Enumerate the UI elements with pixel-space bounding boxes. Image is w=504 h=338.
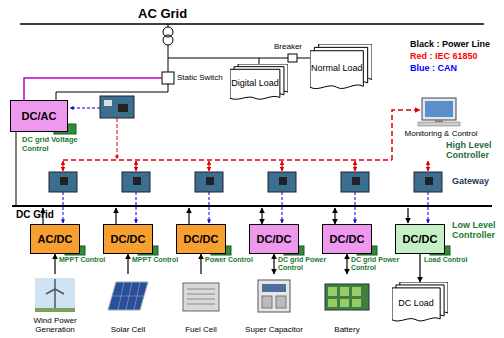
node-label: DC Load: [398, 298, 434, 308]
converter-box: DC/DC: [176, 224, 226, 254]
document-text-area: Digital Load: [230, 69, 280, 97]
node-label: DC/DC: [184, 233, 219, 245]
legend-color-sample: Blue : CAN: [410, 63, 457, 73]
source-node: Fuel Cell: [169, 274, 233, 334]
annotation-label: Load Control: [424, 256, 478, 264]
converter-box: DC/DC: [103, 224, 153, 254]
annotation-label: DC grid Power Control: [278, 256, 332, 272]
source-node: Solar Cell: [96, 274, 160, 334]
document-text-area: Normal Load: [310, 51, 363, 87]
legend-color-sample: Red : IEC 61850: [410, 51, 478, 61]
converter-box: DC/DC: [249, 224, 299, 254]
legend-row: Black : Power Line: [410, 38, 490, 50]
node-label: DC/AC: [22, 110, 57, 122]
converter-box: DC/DC: [322, 224, 372, 254]
computer-node: Monitoring & Control: [398, 96, 484, 138]
annotation-label: MPPT Control: [132, 256, 186, 264]
converter-box: DC/AC: [10, 100, 68, 132]
annotation-label: High Level Controller: [446, 140, 502, 160]
source-node: Super Capacitor: [242, 274, 306, 334]
legend-text: Red : IEC 61850: [410, 51, 478, 61]
node-label: Battery: [334, 325, 359, 334]
annotation-label: Gateway: [452, 176, 489, 186]
legend-text: Blue : CAN: [410, 63, 457, 73]
annotation-label: Static Switch: [177, 73, 223, 82]
document-sheet: [230, 69, 280, 99]
document-sheet: [392, 288, 440, 321]
power-connector: [200, 254, 201, 274]
annotation-label: DC grid Power Control: [351, 256, 405, 272]
power-connector: [419, 254, 420, 282]
source-node: Battery: [315, 274, 379, 334]
power-connector: [273, 254, 274, 274]
node-label: Super Capacitor: [245, 325, 303, 334]
power-connector: [127, 254, 128, 274]
load-stack: DC Load: [392, 282, 448, 324]
node-label: DC/DC: [111, 233, 146, 245]
annotation-label: DC Grid: [16, 209, 54, 220]
node-label: DC/DC: [403, 233, 438, 245]
node-label: Digital Load: [231, 78, 279, 88]
source-node: Wind Power Generation: [23, 274, 87, 334]
node-label: AC/DC: [38, 233, 73, 245]
legend-row: Blue : CAN: [410, 62, 490, 74]
converter-box: DC/DC: [395, 224, 445, 254]
load-stack: Normal Load: [310, 44, 372, 92]
converter-box: AC/DC: [30, 224, 80, 254]
legend: Black : Power LineRed : IEC 61850Blue : …: [410, 38, 490, 74]
load-stack: Digital Load: [230, 64, 288, 102]
power-connector: [54, 254, 55, 274]
legend-text: Black : Power Line: [410, 39, 490, 49]
annotation-label: AC Grid: [138, 7, 187, 21]
node-label: DC/DC: [257, 233, 292, 245]
annotation-label: Low Level Controller: [452, 220, 502, 240]
legend-color-sample: Black : Power Line: [410, 39, 490, 49]
power-connector: [346, 254, 347, 274]
node-label: Monitoring & Control: [405, 129, 478, 138]
annotation-label: Power Control: [205, 256, 259, 264]
node-label: Solar Cell: [111, 325, 146, 334]
node-label: DC/DC: [330, 233, 365, 245]
annotation-label: Breaker: [274, 42, 302, 51]
legend-row: Red : IEC 61850: [410, 50, 490, 62]
document-text-area: DC Load: [392, 288, 440, 319]
node-label: Wind Power Generation: [23, 316, 87, 334]
node-label: Normal Load: [311, 63, 363, 73]
document-sheet: [310, 51, 363, 89]
node-label: Fuel Cell: [185, 325, 217, 334]
annotation-label: MPPT Control: [59, 256, 113, 264]
annotation-label: DC grid Voltage Control: [22, 136, 86, 153]
